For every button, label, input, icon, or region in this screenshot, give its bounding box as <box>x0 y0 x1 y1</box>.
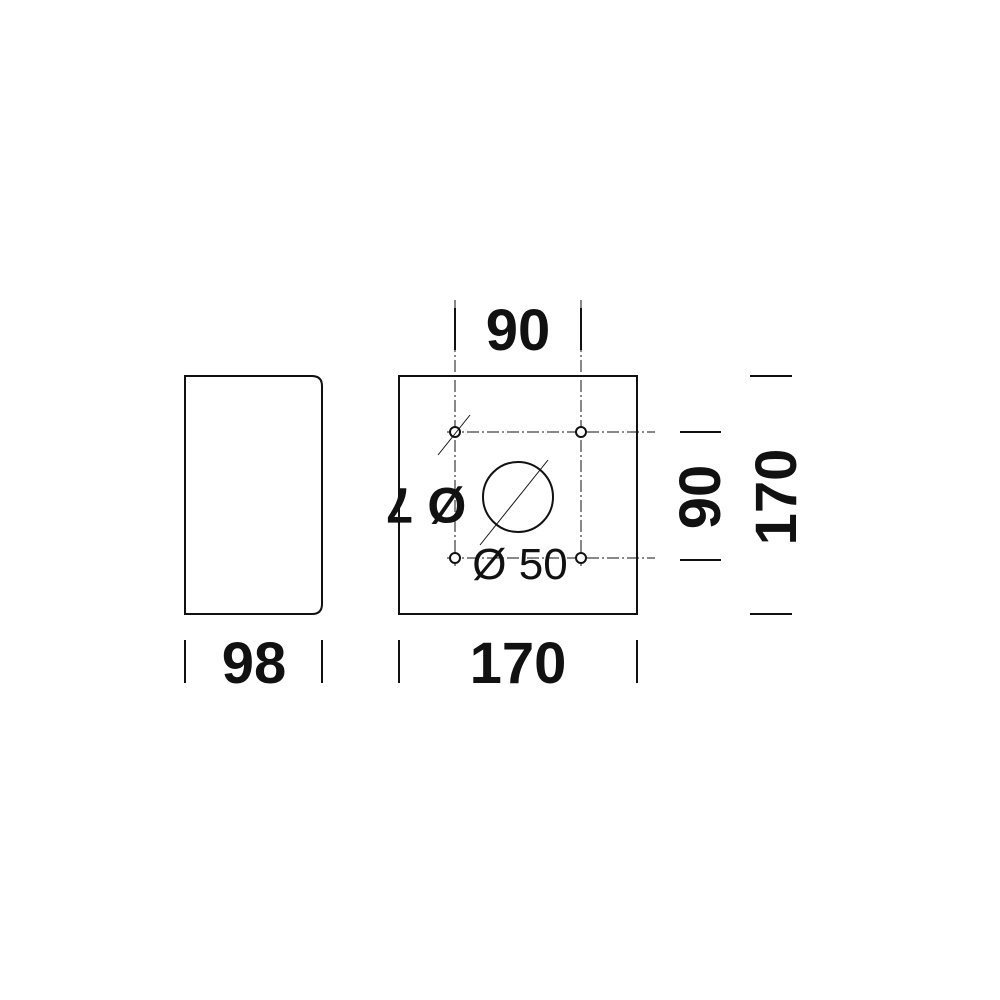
front-width-label: 170 <box>470 631 567 696</box>
front-width-dimension <box>398 640 638 683</box>
center-hole <box>482 461 554 533</box>
mounting-hole-top-right <box>575 426 587 438</box>
mounting-hole-top-left <box>449 426 461 438</box>
side-view <box>184 375 323 615</box>
hole-spacing-vertical-dimension <box>680 431 721 561</box>
front-height-dimension <box>750 375 792 615</box>
mounting-hole-bottom-left <box>449 552 461 564</box>
leader-lines <box>437 414 549 546</box>
mounting-holes <box>449 426 587 564</box>
hole-spacing-vertical-label: 90 <box>668 465 733 530</box>
front-view-outline <box>398 375 638 615</box>
front-view <box>398 300 655 615</box>
mounting-hole-diameter-label: Ø 7 <box>386 477 467 533</box>
mounting-hole-bottom-right <box>575 552 587 564</box>
side-width-dimension <box>184 640 323 683</box>
mounting-hole-leader <box>437 414 471 456</box>
hole-spacing-horizontal-dimension <box>454 308 582 350</box>
center-hole-diameter-label: Ø 50 <box>472 540 567 589</box>
center-hole-leader <box>479 459 549 546</box>
side-width-label: 98 <box>222 631 287 696</box>
front-height-label: 170 <box>744 449 809 546</box>
hole-spacing-horizontal-label: 90 <box>486 298 551 363</box>
hole-centre-lines <box>447 300 655 566</box>
side-view-outline <box>184 375 323 615</box>
